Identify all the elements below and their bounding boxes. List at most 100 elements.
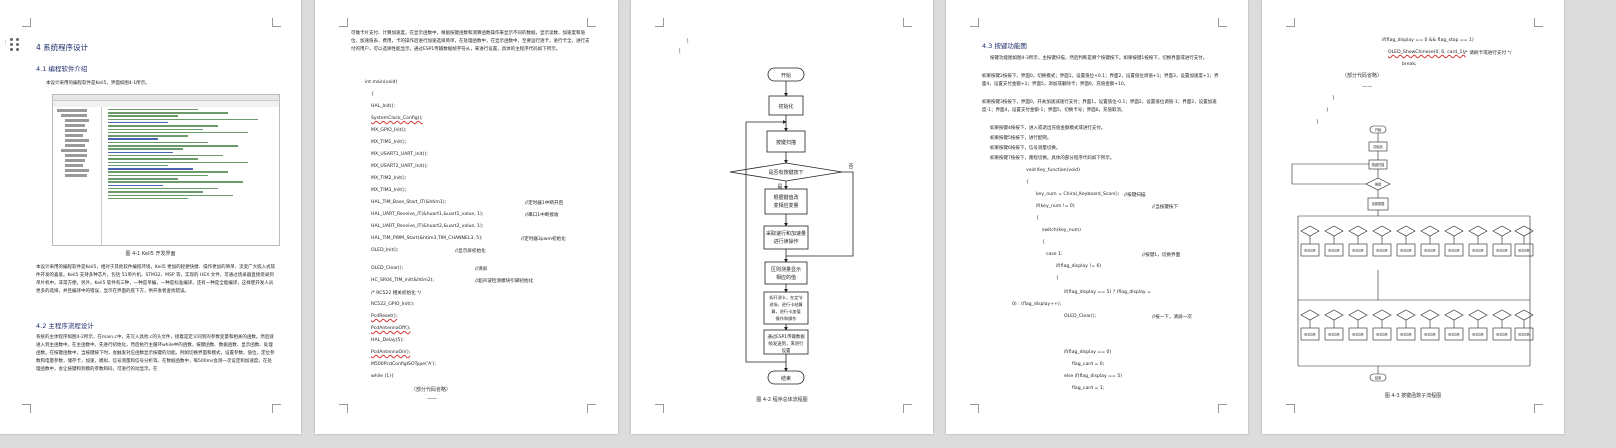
kf-row-box bbox=[1514, 243, 1534, 257]
kf-row-decision bbox=[1420, 225, 1440, 237]
kf-row-decision bbox=[1444, 309, 1464, 321]
kf-row-box bbox=[1444, 243, 1464, 257]
flow-yes-label: 是 bbox=[777, 184, 782, 190]
kf-row-box bbox=[1324, 243, 1344, 257]
code-line: { bbox=[1026, 180, 1029, 185]
kf-row-box-label: 模式切换 bbox=[1448, 333, 1459, 337]
flow-init-label: 初始化 bbox=[778, 103, 793, 110]
crop-mark bbox=[970, 404, 979, 413]
kf-row-decision bbox=[1324, 309, 1344, 321]
kf-row-box-label: 模式切换 bbox=[1518, 333, 1529, 337]
kf-scan-label: 按键扫描 bbox=[1372, 162, 1386, 167]
kf-row-box bbox=[1492, 327, 1512, 341]
key-paragraph: 如果按键2按按下，界面0，切换模式；界面1，设置值位+0.1；界面2，设置值位调… bbox=[982, 74, 1219, 87]
kf-row-box-label: 模式切换 bbox=[1448, 249, 1459, 253]
code-comment: //超声波检测模块引脚初始化 bbox=[475, 279, 534, 284]
code-line: HAL_Delay(5); bbox=[371, 338, 404, 343]
kf-row-box bbox=[1348, 327, 1368, 341]
crop-mark bbox=[903, 404, 912, 413]
code-line: break; bbox=[1402, 62, 1417, 67]
kf-row-box bbox=[1420, 327, 1440, 341]
flow-pay-label: 进场，进行卡结算 bbox=[769, 301, 803, 308]
crop-mark bbox=[655, 18, 664, 27]
flow-loop-back bbox=[745, 120, 787, 363]
kf-row-box-label: 模式切换 bbox=[1424, 333, 1435, 337]
kf-row-box-label: 模式切换 bbox=[1304, 333, 1315, 337]
kf-row-decision bbox=[1492, 225, 1512, 237]
code-line: OLED_Clear(); bbox=[371, 266, 404, 271]
flow-display-label: 相应的值 bbox=[776, 274, 796, 281]
kf-end-node bbox=[1369, 373, 1387, 382]
flow-decision-label: 是否有按键按下 bbox=[768, 169, 803, 176]
kf-row-box-label: 模式切换 bbox=[1352, 333, 1363, 337]
code-line: HAL_UART_Receive_IT(&huart2,&uart2_value… bbox=[371, 224, 484, 229]
code-line: OLED_Clear(); bbox=[1064, 314, 1097, 319]
kf-row-decision bbox=[1372, 309, 1392, 321]
code-line: { bbox=[371, 92, 374, 97]
code-line: RC522_GPIO_Init(); bbox=[371, 302, 415, 307]
code-line: PcdAntennaOff(); bbox=[371, 326, 411, 331]
kf-row-box bbox=[1514, 327, 1534, 341]
kf-row-decision bbox=[1444, 225, 1464, 237]
code-line: case 1: bbox=[1046, 252, 1063, 257]
page-3: | | bbox=[631, 0, 933, 434]
code-line: MX_TIM3_Init(); bbox=[371, 188, 407, 193]
kf-row-decision bbox=[1468, 309, 1488, 321]
kf-row-box bbox=[1444, 327, 1464, 341]
kf-row-box-label: 模式切换 bbox=[1376, 333, 1387, 337]
key-function-flowchart: 模式切换模式切换模式切换模式切换模式切换模式切换模式切换模式切换模式切换模式切换… bbox=[1291, 125, 1534, 382]
code-line: MX_USART1_UART_Init(); bbox=[371, 152, 428, 157]
kf-row-decision bbox=[1324, 225, 1344, 237]
code-line: 0) : (flag_display++); bbox=[1012, 302, 1062, 307]
kf-row-box-label: 模式切换 bbox=[1472, 333, 1483, 337]
kf-decision-label: 按键 bbox=[1375, 182, 1382, 187]
flow-accel-label: 进行读操作 bbox=[773, 238, 798, 245]
code-line: flag_card = 1; bbox=[1072, 386, 1105, 391]
kf-row-box-label: 模式切换 bbox=[1304, 249, 1315, 253]
crop-mark bbox=[339, 18, 348, 27]
code-line: switch(key_num) bbox=[1042, 228, 1081, 233]
code-comment: //定时器3pwm初始化 bbox=[521, 237, 566, 242]
crop-mark bbox=[587, 404, 596, 413]
flow-scan-label: 按键扫描 bbox=[776, 139, 796, 146]
code-line: OLED_Init(); bbox=[371, 248, 399, 253]
figure-caption-4-1: 图 4-1 Keil5 开发界面 bbox=[125, 251, 176, 257]
kf-row-box bbox=[1324, 327, 1344, 341]
code-brace: } bbox=[1332, 96, 1335, 101]
key-paragraph: 按键功能图如图4-3所示，主按键扫描，然后判断是哪个按键按下。如果按键1按按下，… bbox=[990, 56, 1208, 61]
flow-modify-label: 变相应变量 bbox=[773, 202, 798, 209]
flow-pay-label: 算，进行卡加值 bbox=[771, 308, 800, 315]
chapter-heading: 4 系统程序设计 bbox=[36, 43, 89, 52]
code-line: int main(void) bbox=[365, 80, 398, 85]
code-line: while (1){ bbox=[371, 374, 394, 379]
flow-modify-box bbox=[764, 188, 808, 215]
code-line: HAL_Init(); bbox=[371, 104, 395, 109]
crop-mark bbox=[339, 404, 348, 413]
kf-row-decision bbox=[1300, 309, 1320, 321]
crop-mark bbox=[970, 18, 979, 27]
page-4: 4.3 按键功能图 按键功能图如图4-3所示，主按键扫描，然后判断是哪个按键按下… bbox=[946, 0, 1248, 434]
code-line: void Key_function(void) bbox=[1026, 168, 1080, 173]
code-line: HC_SR04_TIM_init(&htim2); bbox=[371, 278, 434, 283]
kf-row-decision bbox=[1300, 225, 1320, 237]
kf-row-decision bbox=[1348, 309, 1368, 321]
bracket-mark: | bbox=[679, 48, 681, 54]
crop-mark bbox=[1218, 18, 1227, 27]
kf-row-box-label: 模式切换 bbox=[1472, 249, 1483, 253]
code-line: if(flag_display != 6) bbox=[1056, 264, 1102, 269]
kf-row-box-label: 模式切换 bbox=[1400, 249, 1411, 253]
kf-row-decision bbox=[1396, 225, 1416, 237]
kf-row-decision bbox=[1348, 225, 1368, 237]
crop-mark bbox=[1218, 404, 1227, 413]
program-flowchart: 开始 初始化 按键扫描 是否有按键按下 否 是 根据键值改 变相应变量 采取速行… bbox=[729, 67, 854, 385]
kf-row-box-label: 模式切换 bbox=[1376, 249, 1387, 253]
kf-row-decision bbox=[1396, 309, 1416, 321]
code-line: { bbox=[1042, 240, 1045, 245]
code-line: flag_card = 0; bbox=[1072, 362, 1105, 367]
section-heading-4-1: 4.1 编程软件介绍 bbox=[36, 65, 88, 73]
kf-row-decision bbox=[1372, 225, 1392, 237]
key-paragraph: 如果按键4按按下，进入或退出充值金额模式或进行支付。 bbox=[990, 126, 1106, 131]
heading-collapse-marker[interactable]: ⋮ bbox=[3, 40, 8, 46]
kf-row-box bbox=[1372, 243, 1392, 257]
code-line: if(flag_display == 0) bbox=[1064, 350, 1112, 355]
